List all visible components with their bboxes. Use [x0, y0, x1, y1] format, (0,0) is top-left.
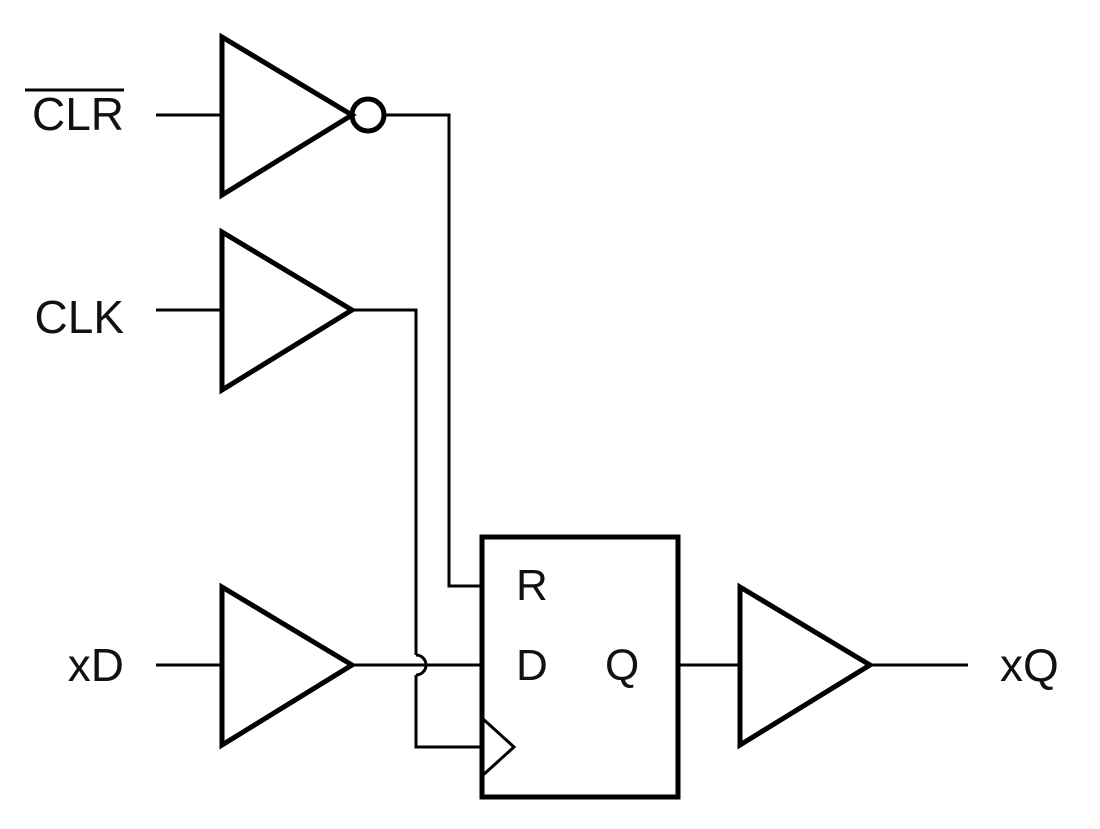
- xd-label: xD: [68, 639, 124, 691]
- clr-label: CLR: [32, 88, 124, 140]
- clock-edge-marker: [480, 716, 517, 778]
- output-pin-label: Q: [605, 641, 639, 690]
- inverter-bubble: [349, 96, 387, 134]
- clr-inverter: [219, 32, 357, 200]
- clk-buffer: [219, 227, 357, 395]
- data-pin-label: D: [516, 641, 548, 690]
- reset-pin-label: R: [516, 561, 548, 610]
- xq-label: xQ: [1000, 639, 1059, 691]
- clk-to-clock-wire-lower: [414, 675, 482, 749]
- clk-to-clock-wire: [352, 308, 418, 655]
- clr-to-reset-wire: [384, 113, 482, 588]
- clk-label: CLK: [35, 291, 125, 343]
- xq-output-buffer: [737, 582, 875, 750]
- d-flip-flop: [479, 534, 681, 800]
- xd-buffer: [219, 582, 357, 750]
